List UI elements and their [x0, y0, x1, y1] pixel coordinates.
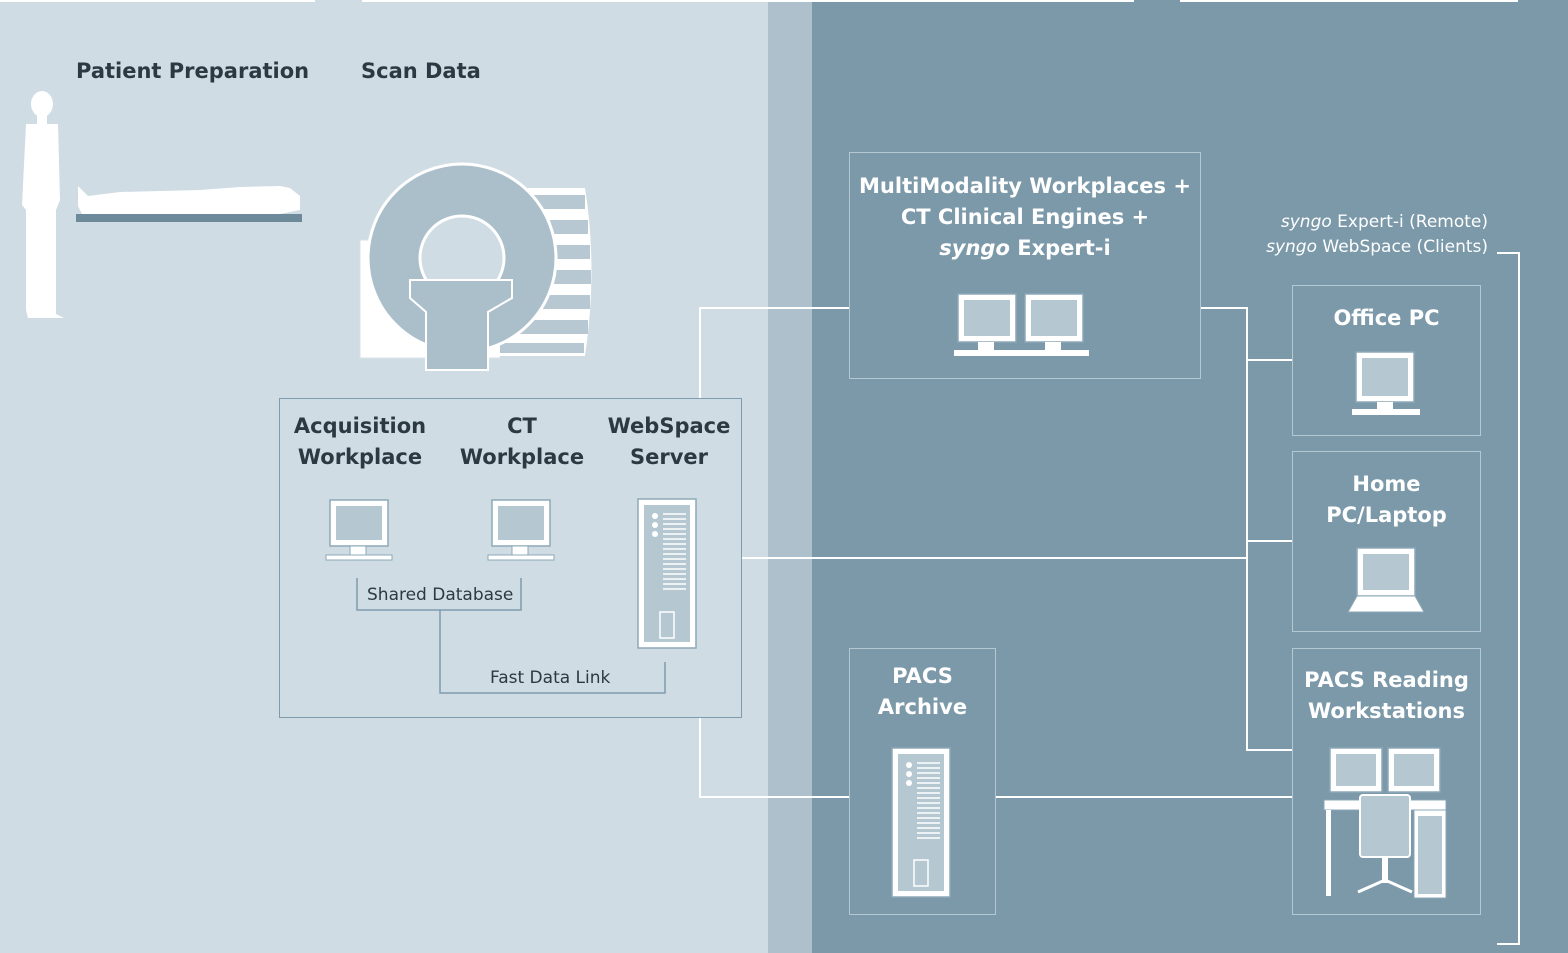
fast-data-link-label: Fast Data Link [490, 668, 611, 688]
top-divider [362, 0, 768, 2]
top-divider [1180, 0, 1518, 2]
pacs-reading-workstation-icon [1323, 747, 1447, 899]
top-divider [768, 0, 1134, 2]
standing-patient-icon [22, 91, 64, 318]
pacs-archive-server-icon [891, 747, 951, 898]
network-connection-lines [699, 252, 1520, 945]
ct-workplace-monitor-icon [487, 499, 555, 561]
database-link-lines [356, 578, 666, 694]
multimodality-label: MultiModality Workplaces + CT Clinical E… [859, 174, 1191, 260]
office-pc-box [1292, 285, 1481, 436]
patient-preparation-label: Patient Preparation [76, 59, 310, 83]
home-pc-box [1292, 451, 1481, 632]
local-zone-background [0, 0, 768, 953]
laptop-icon [1347, 547, 1425, 613]
office-pc-monitor-icon [1352, 351, 1420, 415]
office-pc-label: Office PC [1333, 306, 1440, 330]
multimodality-box [849, 152, 1201, 379]
acquisition-workplace-monitor-icon [325, 499, 393, 561]
pacs-archive-box [849, 648, 996, 915]
shared-database-label: Shared Database [367, 585, 514, 605]
transition-band [768, 0, 812, 953]
ct-scanner-icon [359, 162, 592, 371]
local-workplace-box [279, 398, 742, 718]
pacs-reading-box [1292, 648, 1481, 915]
remote-clients-caption: syngo Expert-i (Remote) syngo WebSpace (… [1266, 212, 1488, 257]
lying-patient-icon [76, 186, 302, 222]
multimodality-monitors-icon [954, 293, 1089, 356]
top-divider [0, 0, 315, 2]
scan-data-label: Scan Data [361, 59, 481, 83]
webspace-server-icon [637, 498, 697, 649]
